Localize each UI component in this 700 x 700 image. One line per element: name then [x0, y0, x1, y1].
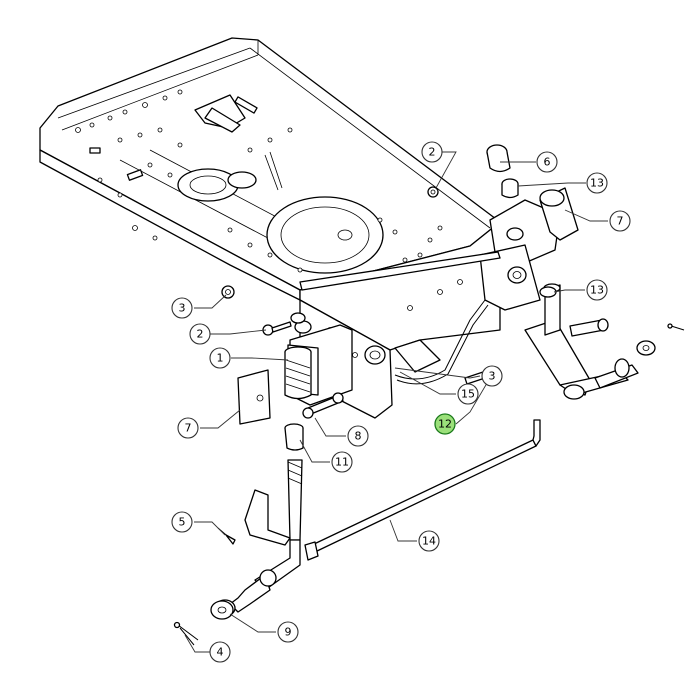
hex-nut-upper [427, 186, 439, 198]
callout-2-upper: 2 [421, 141, 443, 163]
callout-11: 11 [331, 451, 353, 473]
callout-13-lower: 13 [586, 279, 608, 301]
svg-text:3: 3 [179, 302, 186, 315]
spindle-cap [486, 144, 511, 173]
bolt-2 [262, 321, 292, 336]
hex-nut-3 [221, 285, 235, 299]
callout-7-left: 7 [177, 417, 199, 439]
washer [210, 600, 234, 620]
svg-text:14: 14 [422, 535, 436, 548]
callout-4: 4 [209, 641, 231, 663]
callout-8: 8 [347, 425, 369, 447]
chassis-frame [39, 37, 561, 419]
front-axle-spindle [524, 283, 639, 400]
drag-link [304, 419, 541, 561]
svg-text:2: 2 [429, 146, 436, 159]
control-rod [394, 299, 489, 385]
callout-3-right: 3 [481, 365, 503, 387]
callout-14: 14 [418, 530, 440, 552]
callout-2-left: 2 [189, 323, 211, 345]
bushing-13-lower [539, 286, 557, 298]
svg-text:15: 15 [461, 388, 475, 401]
callout-12: 12 [434, 413, 456, 435]
steering-bushing [284, 346, 312, 400]
svg-text:12: 12 [438, 418, 452, 431]
callout-6: 6 [536, 151, 558, 173]
bushing-13-upper [501, 178, 519, 199]
flange-bushing [284, 423, 304, 451]
cotter-pin-4 [173, 621, 199, 646]
steering-bracket [284, 312, 353, 406]
shoulder-bolt [302, 392, 344, 419]
svg-text:1: 1 [217, 352, 224, 365]
svg-text:13: 13 [590, 284, 604, 297]
svg-text:7: 7 [617, 215, 624, 228]
svg-text:5: 5 [179, 516, 186, 529]
washer-right [636, 340, 656, 356]
svg-text:7: 7 [185, 422, 192, 435]
svg-text:9: 9 [285, 626, 292, 639]
callout-13-upper: 13 [586, 172, 608, 194]
svg-text:2: 2 [197, 328, 204, 341]
callout-9: 9 [277, 621, 299, 643]
svg-text:6: 6 [544, 156, 551, 169]
callout-1: 1 [209, 347, 231, 369]
svg-text:3: 3 [489, 370, 496, 383]
callout-5: 5 [171, 511, 193, 533]
callout-leaders [184, 151, 608, 653]
pin-right [667, 323, 685, 331]
svg-text:11: 11 [335, 456, 349, 469]
callout-3-left: 3 [171, 297, 193, 319]
svg-text:13: 13 [590, 177, 604, 190]
bracket-shield-left [237, 369, 271, 425]
svg-text:8: 8 [355, 430, 362, 443]
callout-15: 15 [457, 383, 479, 405]
callout-7-right: 7 [609, 210, 631, 232]
svg-text:4: 4 [217, 646, 224, 659]
axle-bolt [569, 318, 609, 337]
bracket-shield-right [539, 187, 579, 241]
